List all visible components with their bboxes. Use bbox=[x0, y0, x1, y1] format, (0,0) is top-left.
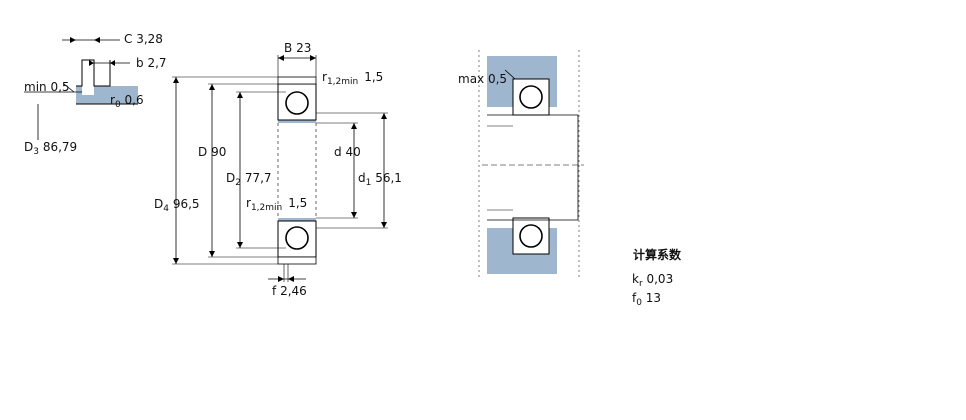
factors-title: 计算系数 bbox=[633, 247, 682, 262]
housing-right-bot bbox=[549, 228, 557, 274]
r0-label: r0 0,6 bbox=[110, 93, 144, 110]
mount-upper-ball bbox=[519, 85, 543, 109]
c-label: C 3,28 bbox=[124, 32, 163, 46]
max-label: max 0,5 bbox=[458, 72, 507, 86]
groove-outline bbox=[76, 59, 138, 105]
d3-label: D3 86,79 bbox=[24, 140, 77, 157]
d4-label: D4 96,5 bbox=[154, 197, 200, 214]
b-label: b 2,7 bbox=[136, 56, 167, 70]
d2-label: D2 77,7 bbox=[226, 171, 272, 188]
d1-label: d1 56,1 bbox=[358, 171, 402, 188]
max-leader bbox=[504, 69, 516, 80]
upper-ball bbox=[285, 91, 309, 115]
housing-left-bot bbox=[487, 228, 513, 274]
calculation-factors: 计算系数 kr 0,03 f0 13 bbox=[632, 247, 682, 308]
min-leader bbox=[63, 83, 75, 93]
kr-label: kr 0,03 bbox=[632, 272, 673, 289]
min-label: min 0,5 bbox=[24, 80, 70, 94]
groove-housing-bottom bbox=[76, 95, 138, 104]
housing-cap-top bbox=[513, 56, 549, 79]
f-label: f 2,46 bbox=[272, 284, 307, 298]
f0-label: f0 13 bbox=[632, 291, 661, 308]
c-dim-arrows bbox=[70, 37, 100, 43]
groove-detail: C 3,28 b 2,7 min 0,5 r0 0,6 D3 86,79 bbox=[24, 32, 167, 157]
housing-right-top bbox=[549, 56, 557, 107]
d-bore-label: d 40 bbox=[334, 145, 361, 159]
mounting-drawing: max 0,5 bbox=[458, 50, 584, 280]
lower-ball bbox=[285, 226, 309, 250]
mount-lower-ball bbox=[519, 224, 543, 248]
b-width-label: B 23 bbox=[284, 41, 311, 55]
housing-left-top bbox=[487, 56, 513, 107]
shaft-outline bbox=[487, 114, 579, 221]
housing-cap-bot bbox=[513, 252, 549, 274]
d-outer-label: D 90 bbox=[198, 145, 226, 159]
